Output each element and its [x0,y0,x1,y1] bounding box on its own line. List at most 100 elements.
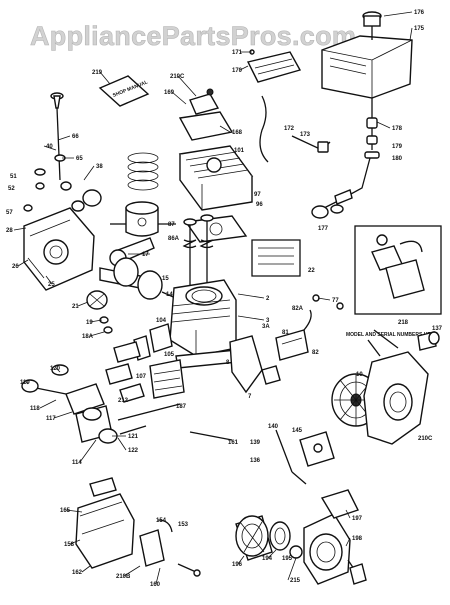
callout-173: 173 [300,132,311,138]
spark-plug [417,331,440,351]
oil-slinger [86,290,113,334]
fuel-line [311,98,380,219]
callout-195: 195 [282,556,293,562]
callout-18a: 18A [82,334,94,340]
piston-rings [127,152,159,191]
callout-139: 139 [250,440,261,446]
fuel-tank [321,11,413,99]
misc-fasteners [251,239,344,310]
callout-40: 40 [46,144,53,150]
callout-158: 158 [64,542,75,548]
callout-21: 21 [72,304,79,310]
callout-170: 170 [232,68,243,74]
throttle-link [98,403,181,444]
callout-22: 22 [308,268,315,274]
callout-176: 176 [414,10,425,16]
callout-105: 105 [164,352,175,358]
cylinder-block [169,279,239,369]
blower-housing [363,329,429,445]
callout-219: 219 [92,70,103,76]
callout-153: 153 [178,522,189,528]
callout-169: 169 [164,90,175,96]
callout-187: 187 [176,404,187,410]
watermark-text: AppliancePartsPros.com [30,21,356,51]
callout-51: 51 [10,174,17,180]
rewind-pulley [235,515,273,561]
callout-8: 8 [226,360,230,366]
muffler-guard [75,477,135,569]
callout-14: 14 [166,292,173,298]
callout-17: 17 [142,252,149,258]
callout-198: 198 [352,536,363,542]
callout-86a: 86A [168,236,180,242]
starter-handle-bracket [320,489,359,519]
air-cleaner-bracket [246,49,302,163]
callout-162: 162 [72,570,83,576]
callout-145: 145 [292,428,303,434]
callout-117: 117 [46,416,56,422]
callout-87: 87 [168,222,175,228]
callout-180: 180 [392,156,403,162]
muffler-bracket [139,519,201,577]
breather-plate [133,323,173,361]
leader-lines [13,11,413,585]
callout-82: 82 [312,350,319,356]
callout-122: 122 [128,448,139,454]
callout-26: 26 [12,264,19,270]
callout-165: 165 [60,508,71,514]
camshaft-gears [23,168,102,212]
breather-assembly [178,88,234,141]
callout-136: 136 [250,458,261,464]
callout-57: 57 [6,210,13,216]
callout-178: 178 [392,126,403,132]
governor-linkage [291,135,331,153]
callout-160: 160 [150,582,161,588]
model-serial-callout: MODEL AND SERIAL NUMBERS HERE [346,332,438,357]
callout-140: 140 [268,424,279,430]
baffle [229,335,281,394]
callout-101: 101 [234,148,245,154]
callout-197: 197 [352,516,363,522]
callout-96: 96 [256,202,263,208]
model-serial-label: MODEL AND SERIAL NUMBERS HERE [346,332,438,338]
callout-120: 120 [50,366,61,372]
head-gasket [184,215,248,243]
callout-114: 114 [72,460,82,466]
callout-19: 19 [86,320,93,326]
callout-194: 194 [262,556,273,562]
callout-137: 137 [432,326,443,332]
callout-3: 3 [266,318,270,324]
intake-gaskets [105,341,145,403]
cylinder-head [178,145,254,211]
callout-52: 52 [8,186,15,192]
callout-172: 172 [284,126,295,132]
callout-154: 154 [156,518,167,524]
crankcase-cover [23,207,95,291]
callout-10: 10 [356,372,363,378]
callout-175: 175 [414,26,425,32]
callout-177: 177 [318,226,329,232]
callout-107: 107 [136,374,147,380]
callout-65: 65 [76,156,83,162]
callout-161: 161 [228,440,239,446]
callout-66: 66 [72,134,79,140]
control-lever [189,429,335,485]
starter-spring [269,521,303,559]
callout-171: 171 [232,50,243,56]
callout-179: 179 [392,144,403,150]
callout-218: 218 [398,320,409,326]
callout-210b: 210B [116,574,131,580]
callout-38: 38 [96,164,103,170]
callout-labels: 176 175 178 171 170 219 210C 169 168 66 … [6,10,443,588]
callout-210c2: 210C [418,436,433,442]
callout-168: 168 [232,130,243,136]
callout-2: 2 [266,296,270,302]
callout-81: 81 [282,330,289,336]
callout-25: 25 [48,282,55,288]
inset-box [354,225,442,315]
callout-212: 212 [118,398,129,404]
callout-3a: 3A [262,324,270,330]
manual-booklet: SHOP MANUAL [98,75,150,107]
crankshaft [99,257,181,301]
